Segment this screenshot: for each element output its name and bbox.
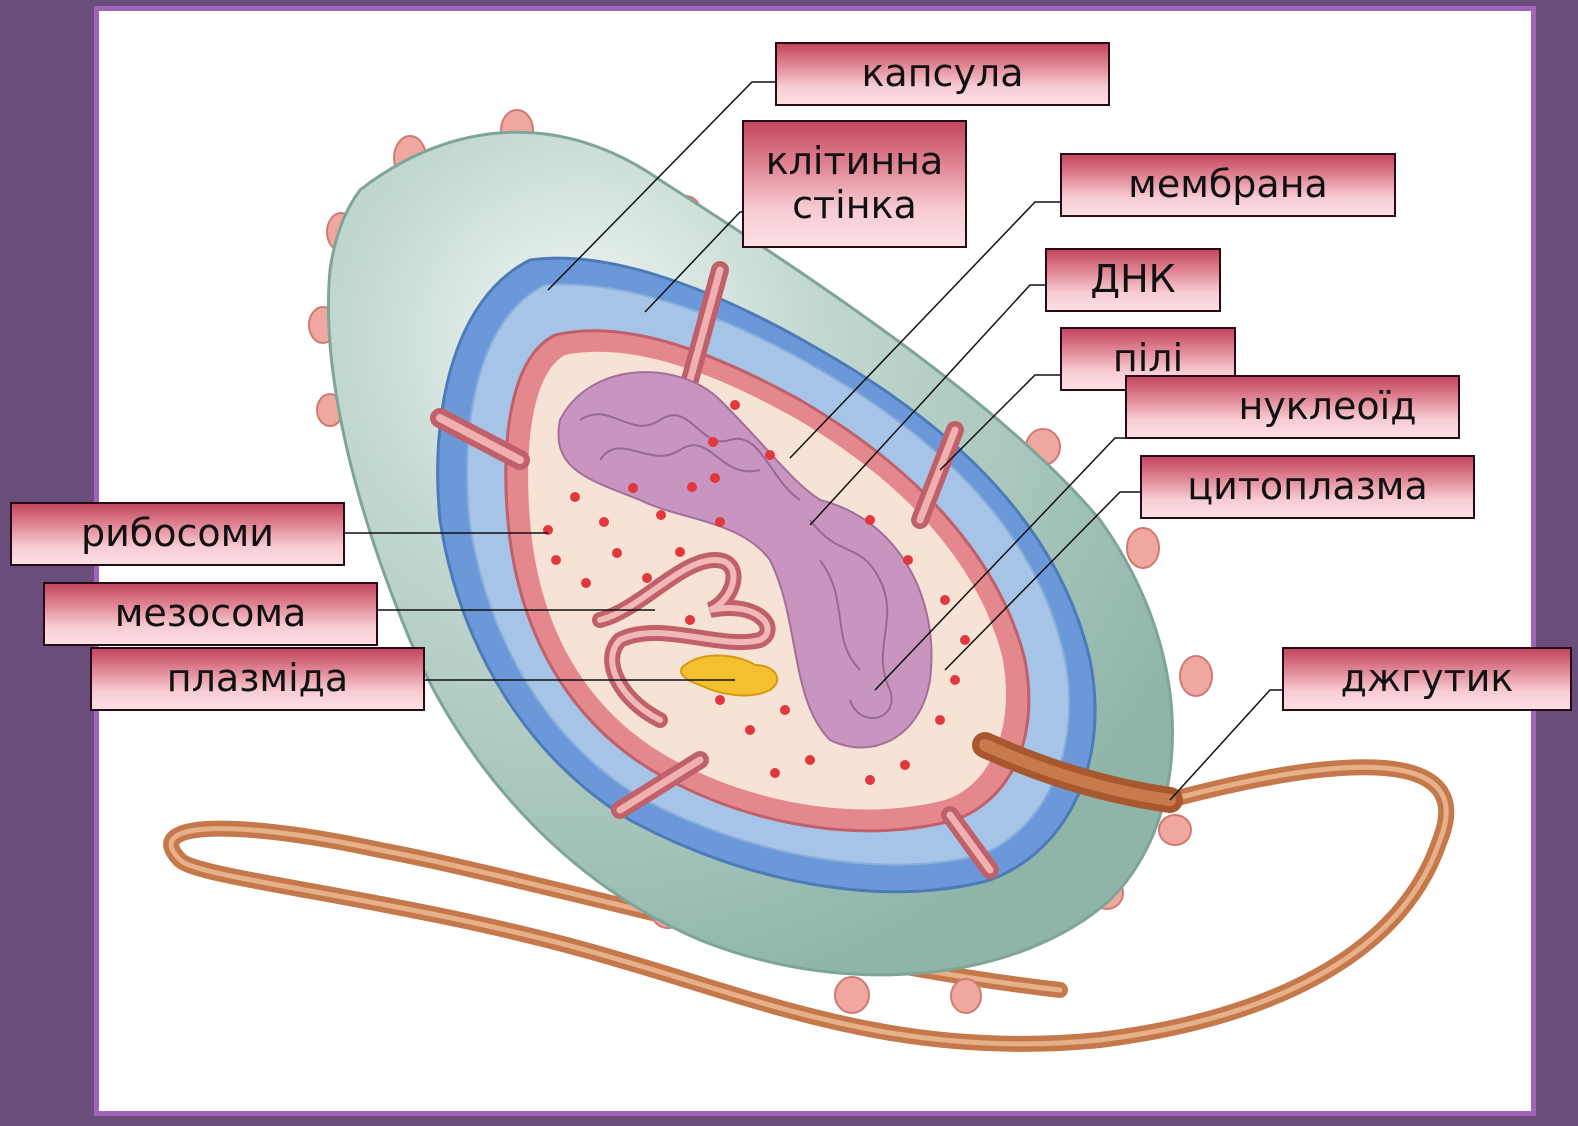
label-cell-wall-line2: стінка [792,184,917,228]
label-cell-wall: клітинна стінка [742,120,967,248]
label-flagellum: джгутик [1282,647,1572,711]
label-plasmid: плазміда [90,647,425,711]
label-cytoplasm: цитоплазма [1140,455,1475,519]
label-ribosomes: рибосоми [10,502,345,566]
label-nucleoid: нуклеоїд [1125,375,1460,439]
label-membrane: мембрана [1060,153,1396,217]
label-cell-wall-line1: клітинна [766,140,944,184]
label-capsule: капсула [775,42,1110,106]
label-mesosome: мезосома [43,582,378,646]
label-dna: ДНК [1045,248,1221,312]
